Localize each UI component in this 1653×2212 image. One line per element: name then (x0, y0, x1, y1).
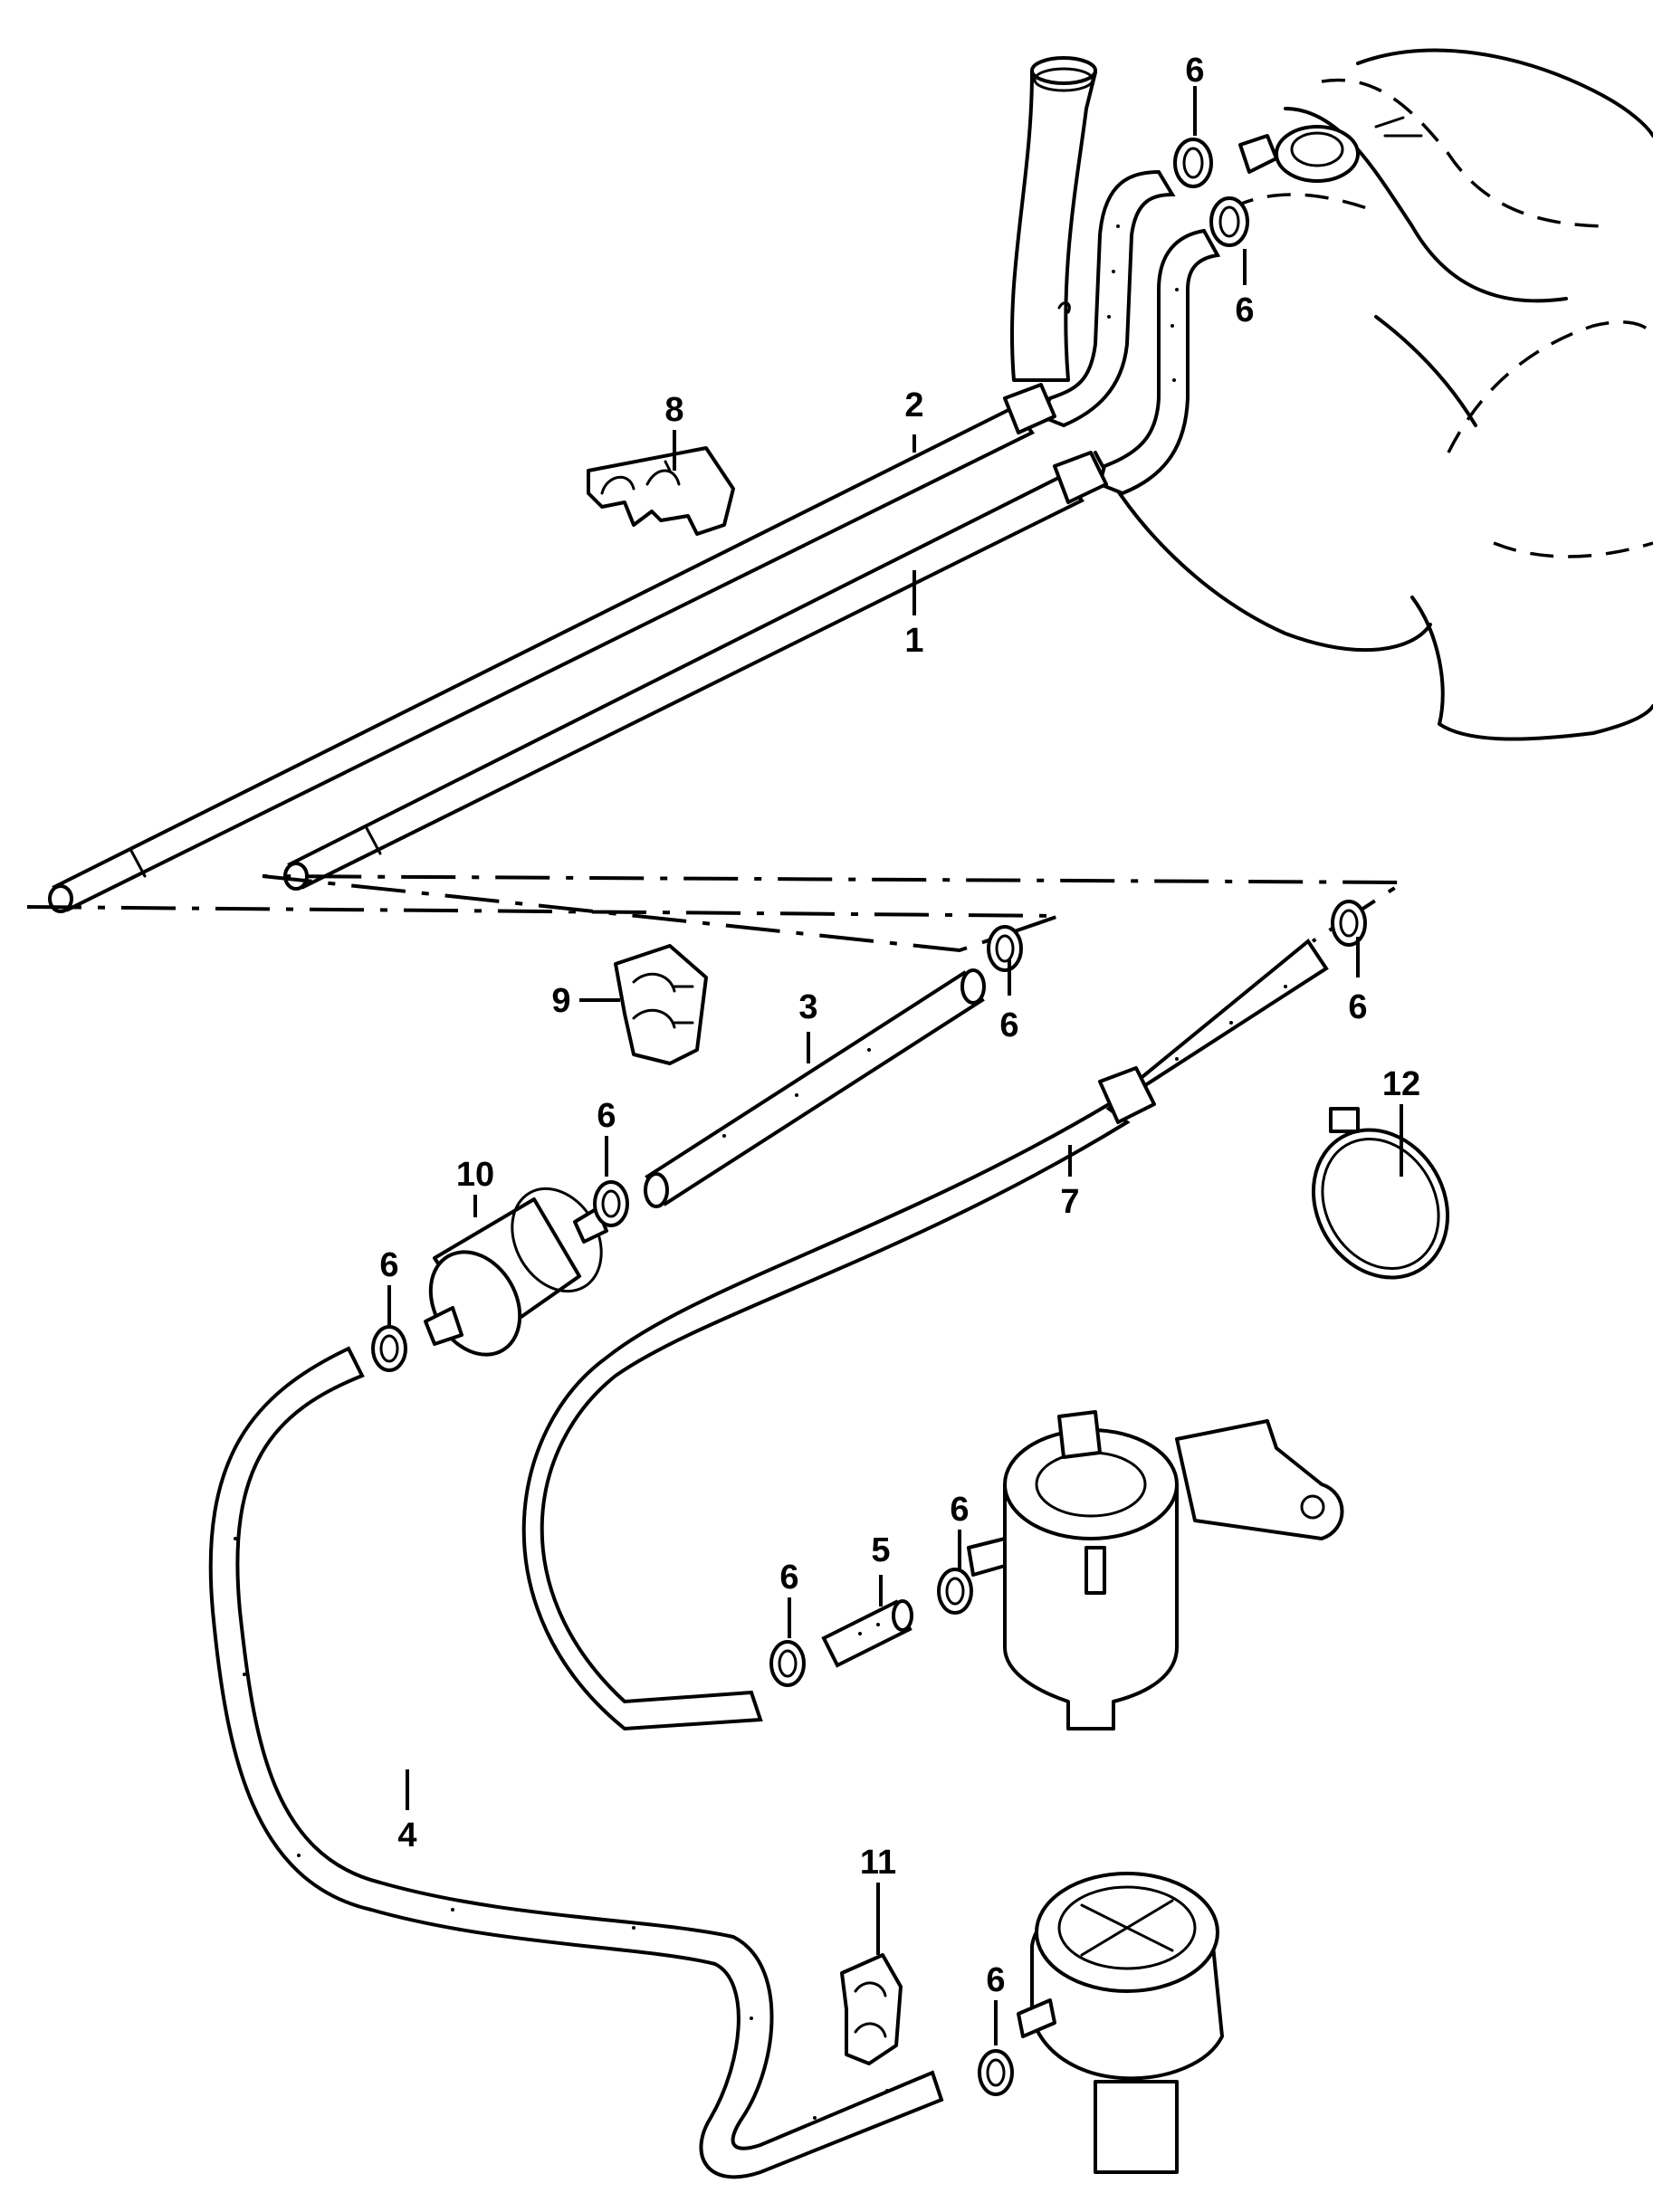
callout-1: 1 (904, 622, 923, 660)
hose-clamp-3 (593, 1180, 629, 1227)
rubber-hose-4 (208, 1346, 944, 2179)
fuel-filter-10 (424, 1187, 608, 1357)
callout-6-damper: 6 (986, 1961, 1005, 1999)
callout-3: 3 (798, 988, 817, 1026)
hose-clamp-7 (978, 2049, 1014, 2096)
hose-clamp-1 (987, 925, 1023, 972)
callout-6-filter-in: 6 (597, 1097, 616, 1135)
hose-clamp-4 (371, 1325, 407, 1372)
reference-line (26, 874, 1409, 953)
return-hose-7 (521, 939, 1329, 1731)
fuel-tank (1009, 48, 1653, 741)
callout-7: 7 (1060, 1183, 1079, 1221)
callout-6-hose-3: 6 (999, 1006, 1018, 1044)
callout-6-tank-top: 6 (1185, 52, 1204, 90)
filler-neck (1009, 57, 1097, 382)
rubber-hose-5 (821, 1599, 913, 1668)
pressure-damper (1017, 1872, 1224, 2174)
callout-9: 9 (551, 982, 570, 1020)
callout-6-filter-out: 6 (379, 1246, 398, 1284)
hose-clamp-6 (937, 1568, 973, 1615)
hose-clamp-5 (769, 1640, 806, 1687)
callout-leaders (387, 86, 1403, 2045)
tank-cap (1275, 125, 1360, 183)
tank-nipple-fitting (1238, 134, 1278, 174)
callout-6-hose-7: 6 (1348, 988, 1367, 1026)
callout-11: 11 (860, 1844, 896, 1882)
line-clip-9 (614, 944, 708, 1065)
rubber-hose-3 (644, 968, 986, 1208)
callout-6-hose-5-left: 6 (779, 1559, 798, 1597)
callout-labels: 1 2 3 4 5 6 6 6 6 6 6 6 6 6 7 8 9 10 11 … (379, 52, 1420, 1999)
hose-clamp-tank-upper (1173, 138, 1213, 188)
line-clip-11 (840, 1953, 903, 2065)
callout-5: 5 (871, 1531, 890, 1569)
callout-4: 4 (397, 1816, 416, 1854)
callout-8: 8 (664, 391, 683, 429)
callout-6-tank-lower: 6 (1235, 291, 1254, 329)
hose-clamp-2 (1331, 900, 1367, 947)
callout-2: 2 (904, 386, 923, 424)
fuel-accumulator (967, 1410, 1344, 1731)
callout-10: 10 (456, 1156, 494, 1194)
cable-tie-12 (1311, 1107, 1450, 1280)
hose-clamp-tank-lower (1209, 196, 1249, 247)
callout-12: 12 (1382, 1065, 1420, 1103)
callout-6-hose-5-right: 6 (950, 1491, 969, 1529)
line-clip-8 (587, 446, 735, 536)
fuel-line-2 (48, 383, 1056, 913)
